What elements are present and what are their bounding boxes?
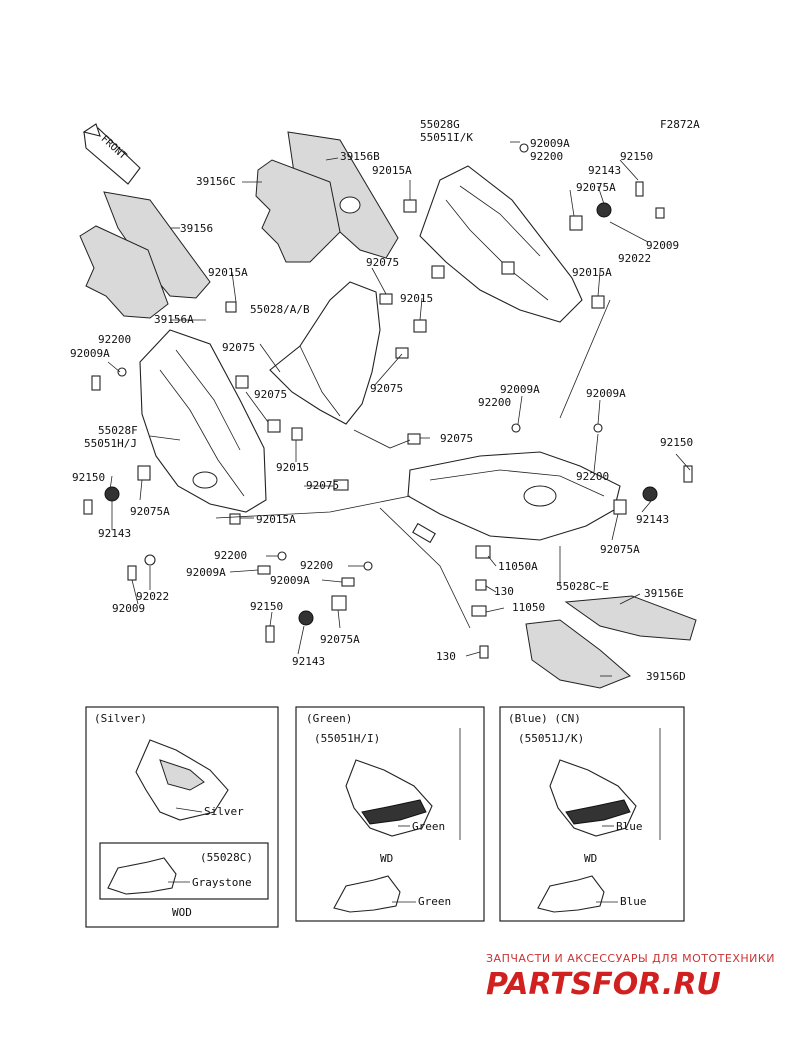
variant-sub-color: Green	[418, 895, 451, 908]
callout: 11050	[512, 601, 545, 614]
callout-labels: 55028G 55051I/K 92009A 92200 92150 92143…	[70, 118, 693, 683]
callout: 92009	[112, 602, 145, 615]
callout: 39156	[180, 222, 213, 235]
inner-panel-39156c	[255, 159, 341, 263]
callout: 39156E	[644, 587, 684, 600]
callout: 92143	[588, 164, 621, 177]
lower-panel-39156e	[564, 595, 697, 641]
callout: 92150	[660, 436, 693, 449]
variant-header: (Blue) (CN)	[508, 712, 581, 725]
callout: 92009A	[70, 347, 110, 360]
watermark: ЗАПЧАСТИ И АКСЕССУАРЫ ДЛЯ МОТОТЕХНИКИ PA…	[486, 952, 775, 1002]
callout: 92150	[620, 150, 653, 163]
right-side-cowl-55028ce	[407, 451, 621, 541]
callout: 92200	[98, 333, 131, 346]
callout: 92075	[440, 432, 473, 445]
callout: 39156A	[154, 313, 194, 326]
callout: 92200	[214, 549, 247, 562]
variant-part: (55051J/K)	[518, 732, 584, 745]
callout: 92143	[636, 513, 669, 526]
callout: 130	[494, 585, 514, 598]
inner-panel-39156	[103, 191, 211, 299]
callout: 92075	[370, 382, 403, 395]
variant-color-label: Green	[412, 820, 445, 833]
inner-panel-39156a	[79, 225, 169, 319]
callout: 92009A	[530, 137, 570, 150]
inner-panel-39156b	[287, 131, 399, 259]
front-direction-arrow: FRONT	[82, 123, 141, 185]
callout: 92200	[300, 559, 333, 572]
watermark-tagline: ЗАПЧАСТИ И АКСЕССУАРЫ ДЛЯ МОТОТЕХНИКИ	[486, 952, 775, 965]
callout: 55028C~E	[556, 580, 609, 593]
variant-mid-label: WD	[584, 852, 597, 865]
callout: 92015A	[372, 164, 412, 177]
variant-mid-label: WD	[380, 852, 393, 865]
callout: 55051H/J	[84, 437, 137, 450]
callout: 130	[436, 650, 456, 663]
callout: 92075A	[320, 633, 360, 646]
callout: 92075	[366, 256, 399, 269]
callout: 92075	[222, 341, 255, 354]
callout: 92009	[646, 239, 679, 252]
variant-color-label: Blue	[616, 820, 643, 833]
callout: 92015	[400, 292, 433, 305]
variant-footer: WOD	[172, 906, 192, 919]
figure-code: F2872A	[660, 118, 700, 131]
callout: 92022	[136, 590, 169, 603]
callout: 92200	[576, 470, 609, 483]
watermark-logo: PARTSFOR.RU	[486, 967, 721, 1002]
callout: 92200	[478, 396, 511, 409]
callout: 92150	[72, 471, 105, 484]
callout: 92075A	[576, 181, 616, 194]
lower-panel-39156d	[525, 619, 631, 689]
callout: 39156B	[340, 150, 380, 163]
variant-box-green: (Green) (55051H/I) Green WD Green	[295, 706, 485, 922]
callout: 92075	[306, 479, 339, 492]
callout: 92015A	[256, 513, 296, 526]
callout: 92015A	[208, 266, 248, 279]
callout: 92009A	[270, 574, 310, 587]
callout: 92009A	[500, 383, 540, 396]
variant-sub-part: (55028C)	[200, 851, 253, 864]
callout: 92015A	[572, 266, 612, 279]
variant-box-blue: (Blue) (CN) (55051J/K) Blue WD Blue	[499, 706, 685, 922]
callout: 92200	[530, 150, 563, 163]
callout: 92015	[276, 461, 309, 474]
variant-sub-color: Graystone	[192, 876, 252, 889]
callout: 92022	[618, 252, 651, 265]
callout: 92009A	[586, 387, 626, 400]
callout: 55028F	[98, 424, 138, 437]
callout: 92075A	[600, 543, 640, 556]
variant-part: (55051H/I)	[314, 732, 380, 745]
callout: 92075A	[130, 505, 170, 518]
variant-header: (Green)	[306, 712, 352, 725]
variant-sub-color: Blue	[620, 895, 647, 908]
inner-cowl-55028ab	[269, 281, 381, 425]
callout: 55028/A/B	[250, 303, 310, 316]
callout: 92143	[98, 527, 131, 540]
callout: 39156D	[646, 670, 686, 683]
callout: 55028G	[420, 118, 460, 131]
callout: 92009A	[186, 566, 226, 579]
callout: 92143	[292, 655, 325, 668]
callout: 92075	[254, 388, 287, 401]
callout: 92150	[250, 600, 283, 613]
callout: 55051I/K	[420, 131, 473, 144]
left-side-cowl-55028f	[139, 329, 267, 513]
variant-box-silver: (Silver) Silver (55028C) Graystone WOD	[85, 706, 279, 928]
variant-header: (Silver)	[94, 712, 147, 725]
callout: 11050A	[498, 560, 538, 573]
upper-cowl-55028g	[419, 165, 583, 323]
leader-lines	[96, 141, 691, 677]
variant-color-label: Silver	[204, 805, 244, 818]
callout: 39156C	[196, 175, 236, 188]
